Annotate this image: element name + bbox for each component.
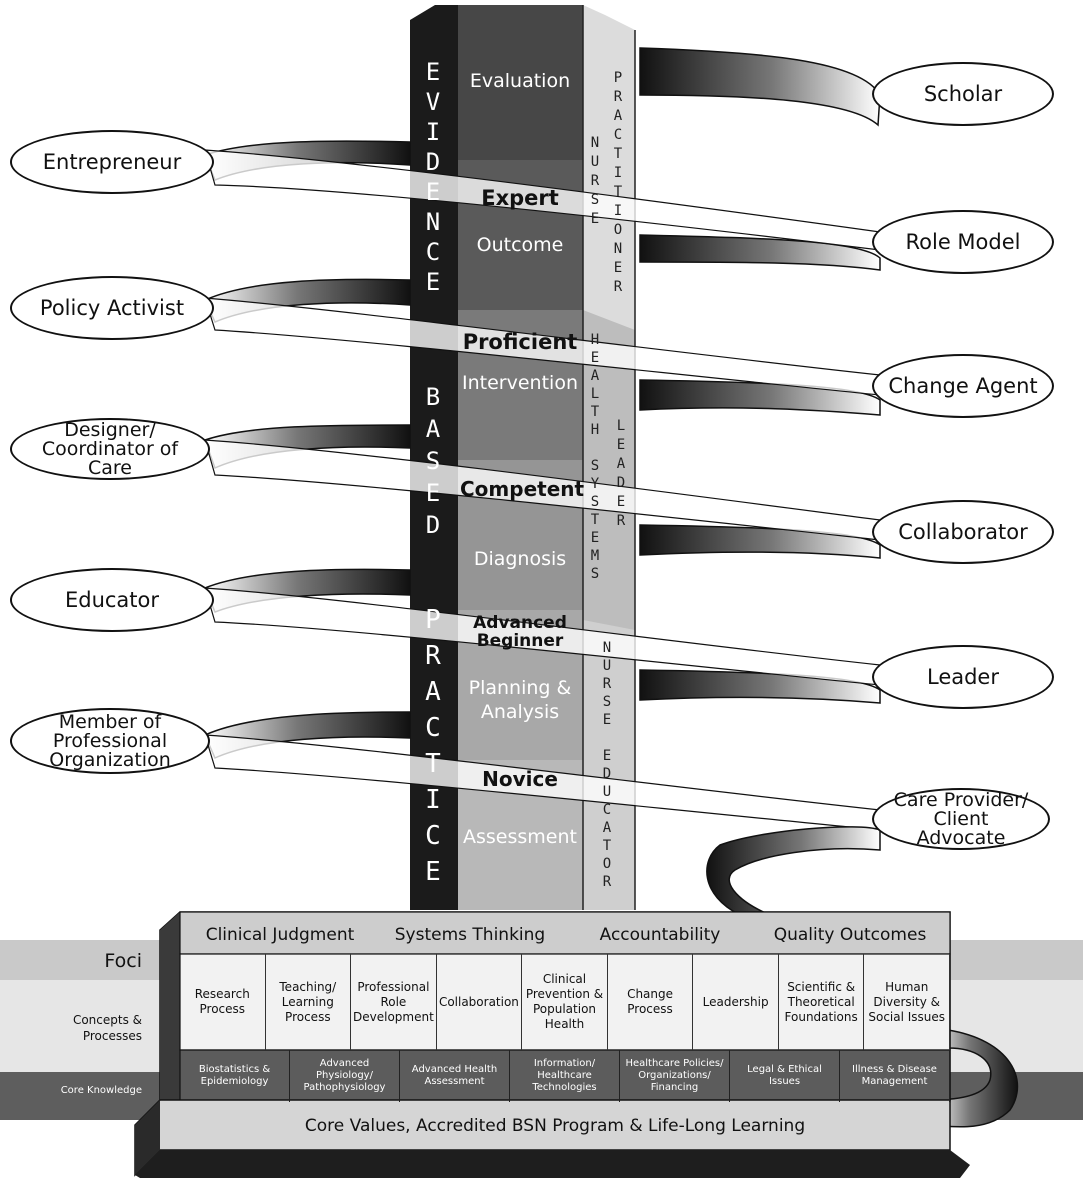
core-cell: Legal & Ethical Issues (730, 1050, 840, 1102)
core-cell: Advanced Health Assessment (400, 1050, 510, 1102)
role-educator: Educator (10, 568, 214, 632)
practitioner-word: PRACTITIONER (610, 70, 626, 298)
foci-quality-outcomes: Quality Outcomes (773, 925, 927, 945)
stage-assessment: Assessment (463, 826, 577, 848)
concept-cell: Professional Role Development (351, 954, 437, 1050)
concept-cell: Research Process (180, 954, 266, 1050)
role-leader: Leader (872, 645, 1054, 709)
health-systems-letters: HEALTH SYSTEMS (587, 332, 603, 584)
ribbon-2 (639, 234, 881, 271)
foci-clinical-judgment: Clinical Judgment (205, 925, 355, 945)
stage-intervention: Intervention (462, 372, 578, 394)
leader-column-word: LEADER (613, 418, 629, 532)
core-cell: Healthcare Policies/ Organizations/ Fina… (620, 1050, 730, 1102)
role-care-provider: Care Provider/ Client Advocate (872, 788, 1050, 850)
concept-cell: Scientific & Theoretical Foundations (779, 954, 865, 1050)
foci-systems-thinking: Systems Thinking (394, 925, 546, 945)
stage-evaluation: Evaluation (469, 70, 571, 92)
role-role-model: Role Model (872, 210, 1054, 274)
role-collaborator: Collaborator (872, 500, 1054, 564)
core-cell: Biostatistics & Epidemiology (180, 1050, 290, 1102)
practice-word: PRACTICE (418, 605, 448, 893)
role-change-agent: Change Agent (872, 354, 1054, 418)
level-advanced-beginner: Advanced Beginner (473, 613, 567, 651)
ribbons (639, 47, 881, 704)
stage-diagnosis: Diagnosis (473, 548, 567, 570)
level-expert: Expert (481, 186, 559, 210)
label-core-knowledge: Core Knowledge (60, 1085, 142, 1096)
nurse-educator-word: NURSE EDUCATOR (599, 640, 615, 892)
role-entrepreneur: Entrepreneur (10, 130, 214, 194)
leader-column-letters: LEADER (613, 418, 629, 532)
ribbon-1 (639, 47, 881, 127)
ribbon-fronts (204, 149, 881, 831)
foci-accountability: Accountability (599, 925, 721, 945)
concept-cell: Teaching/ Learning Process (266, 954, 352, 1050)
stage-planning-analysis: Planning & Analysis (468, 677, 572, 723)
stage-outcome: Outcome (476, 234, 564, 256)
concept-cell: Change Process (608, 954, 694, 1050)
nurse-upper-letters: NURSE (587, 135, 603, 230)
level-proficient: Proficient (462, 330, 578, 354)
level-competent: Competent (460, 477, 585, 501)
role-designer-coordinator: Designer/ Coordinator of Care (10, 418, 210, 480)
concept-cell: Collaboration (437, 954, 523, 1050)
role-scholar: Scholar (872, 62, 1054, 126)
role-member-professional-org: Member of Professional Organization (10, 708, 210, 774)
evidence-word: EVIDENCE (418, 58, 448, 298)
ribbon-bottom-swirl (706, 826, 881, 916)
concept-cell: Leadership (693, 954, 779, 1050)
core-cell: Advanced Physiology/ Pathophysiology (290, 1050, 400, 1102)
health-systems-word: HEALTH SYSTEMS (587, 332, 603, 584)
concept-cell: Human Diversity & Social Issues (864, 954, 950, 1050)
role-policy-activist: Policy Activist (10, 276, 214, 340)
core-cell: Illness & Disease Management (840, 1050, 950, 1102)
based-letters: BASED (419, 383, 447, 543)
base-platform (134, 911, 970, 1178)
practitioner-letters: PRACTITIONER (610, 70, 626, 298)
practice-letters: PRACTICE (418, 605, 448, 893)
level-novice: Novice (482, 767, 558, 791)
nurse-upper-word: NURSE (587, 135, 603, 230)
side-bands (0, 940, 1083, 1120)
concept-cell: Clinical Prevention & Population Health (522, 954, 608, 1050)
label-foci: Foci (104, 950, 142, 972)
label-concepts: Concepts & Processes (72, 1013, 142, 1043)
based-word: BASED (418, 383, 448, 543)
core-cell: Information/ Healthcare Technologies (510, 1050, 620, 1102)
nurse-educator-letters: NURSE EDUCATOR (599, 640, 615, 892)
foundation-text: Core Values, Accredited BSN Program & Li… (304, 1116, 806, 1136)
evidence-letters: EVIDENCE (419, 58, 447, 298)
